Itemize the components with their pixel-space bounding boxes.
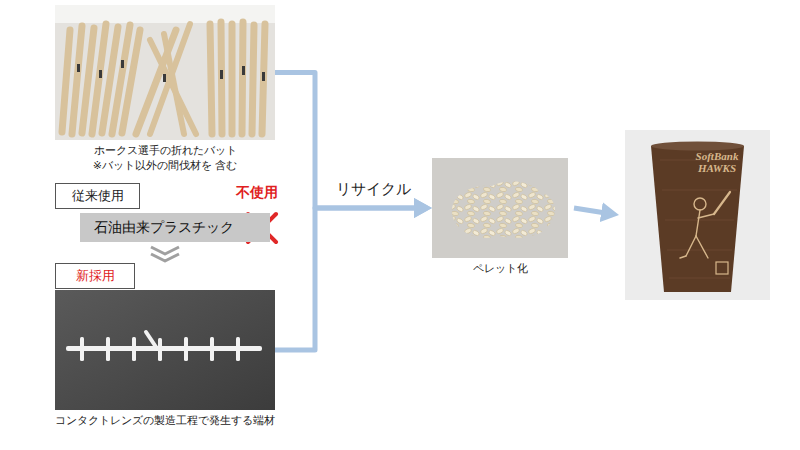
player-bat bbox=[714, 192, 730, 214]
player-leg bbox=[696, 236, 708, 258]
player-drawing bbox=[680, 192, 730, 258]
bat bbox=[229, 24, 236, 134]
lens-scrap-photo bbox=[55, 290, 275, 410]
photo-ground bbox=[432, 158, 568, 258]
sprue-stud bbox=[236, 337, 240, 361]
photo-panel: コンタクトレンズの製造工程で発生する端材 bbox=[55, 290, 275, 410]
bat bbox=[242, 22, 243, 134]
bat bbox=[150, 24, 190, 134]
sprue-stud bbox=[132, 337, 136, 361]
sprue bbox=[66, 337, 262, 361]
cup-photo bbox=[625, 130, 770, 300]
grain-line bbox=[662, 190, 737, 191]
sprue-stud bbox=[80, 337, 84, 361]
caption-text: ペレット化 bbox=[473, 261, 528, 276]
team-logo bbox=[716, 262, 728, 274]
chevron-arrow bbox=[151, 247, 179, 261]
player-head bbox=[694, 198, 706, 210]
box-text: 新採用 bbox=[76, 267, 115, 285]
tag-box: 新採用 bbox=[55, 263, 135, 289]
player-foot bbox=[680, 256, 686, 258]
edge-label: リサイクル bbox=[336, 180, 411, 199]
bat-group bbox=[62, 22, 265, 134]
player-leg bbox=[686, 236, 696, 256]
caption-text: コンタクトレンズの製造工程で発生する端材 bbox=[55, 413, 275, 428]
bat-logo bbox=[242, 66, 245, 75]
bat-logo bbox=[163, 74, 166, 82]
bat-logo bbox=[121, 60, 124, 68]
wood-grain bbox=[660, 160, 740, 278]
bat-logo bbox=[99, 70, 102, 78]
label-holder: 不使用 bbox=[236, 184, 278, 202]
cup-rim bbox=[651, 142, 744, 151]
grain-line bbox=[667, 250, 732, 251]
bat bbox=[122, 30, 140, 133]
bats-photo bbox=[55, 5, 275, 140]
caption-text: SoftBank HAWKS bbox=[689, 150, 745, 174]
flow-arrow bbox=[275, 73, 420, 209]
status-label: 不使用 bbox=[236, 184, 278, 202]
photo-panel: ペレット化 bbox=[432, 158, 568, 258]
caption-block: ホークス選手の折れたバット※バット以外の間伐材を 含む bbox=[93, 143, 238, 173]
sprue-bar bbox=[66, 346, 262, 351]
flow-arrow bbox=[574, 208, 607, 213]
bat-logo bbox=[77, 64, 80, 72]
photo-ground bbox=[625, 130, 770, 300]
grain-line bbox=[665, 220, 734, 221]
box-text: 従来使用 bbox=[72, 187, 124, 205]
bat-logo bbox=[220, 70, 223, 79]
bat bbox=[221, 22, 222, 134]
sprue-stud bbox=[210, 337, 214, 361]
player-body bbox=[696, 210, 700, 236]
caption-text: ※バット以外の間伐材を 含む bbox=[93, 158, 238, 173]
sprue-arm bbox=[146, 332, 156, 347]
cup-body bbox=[651, 146, 744, 292]
bat bbox=[262, 24, 265, 134]
sprue-stud bbox=[158, 338, 162, 361]
bat bbox=[62, 30, 70, 132]
tag-box: 従来使用 bbox=[55, 183, 140, 209]
grain-line bbox=[669, 278, 730, 279]
bat bbox=[252, 25, 254, 134]
photo-ground bbox=[55, 290, 275, 410]
caption-block: ペレット化 bbox=[473, 261, 528, 276]
bat-logo bbox=[262, 72, 265, 81]
photo-panel: SoftBank HAWKS bbox=[625, 130, 770, 300]
sprue-stud bbox=[106, 337, 110, 361]
bat-logos bbox=[77, 60, 265, 82]
caption-block: コンタクトレンズの製造工程で発生する端材 bbox=[55, 413, 275, 428]
edge-label-holder: リサイクル bbox=[336, 180, 411, 199]
player-arm bbox=[698, 214, 714, 218]
caption-block: SoftBank HAWKS bbox=[689, 150, 745, 174]
pellet-photo bbox=[432, 158, 568, 258]
bat bbox=[210, 24, 212, 134]
photo-panel: ホークス選手の折れたバット※バット以外の間伐材を 含む bbox=[55, 5, 275, 140]
box-text: 石油由来プラスチック bbox=[94, 219, 234, 237]
pellet-pile bbox=[452, 181, 555, 238]
material-band: 石油由来プラスチック bbox=[80, 213, 270, 242]
flow-arrow bbox=[275, 208, 420, 350]
sprue-stud bbox=[184, 337, 188, 361]
photo-ground bbox=[55, 5, 275, 140]
bat bbox=[164, 34, 184, 134]
caption-text: ホークス選手の折れたバット bbox=[93, 143, 238, 158]
